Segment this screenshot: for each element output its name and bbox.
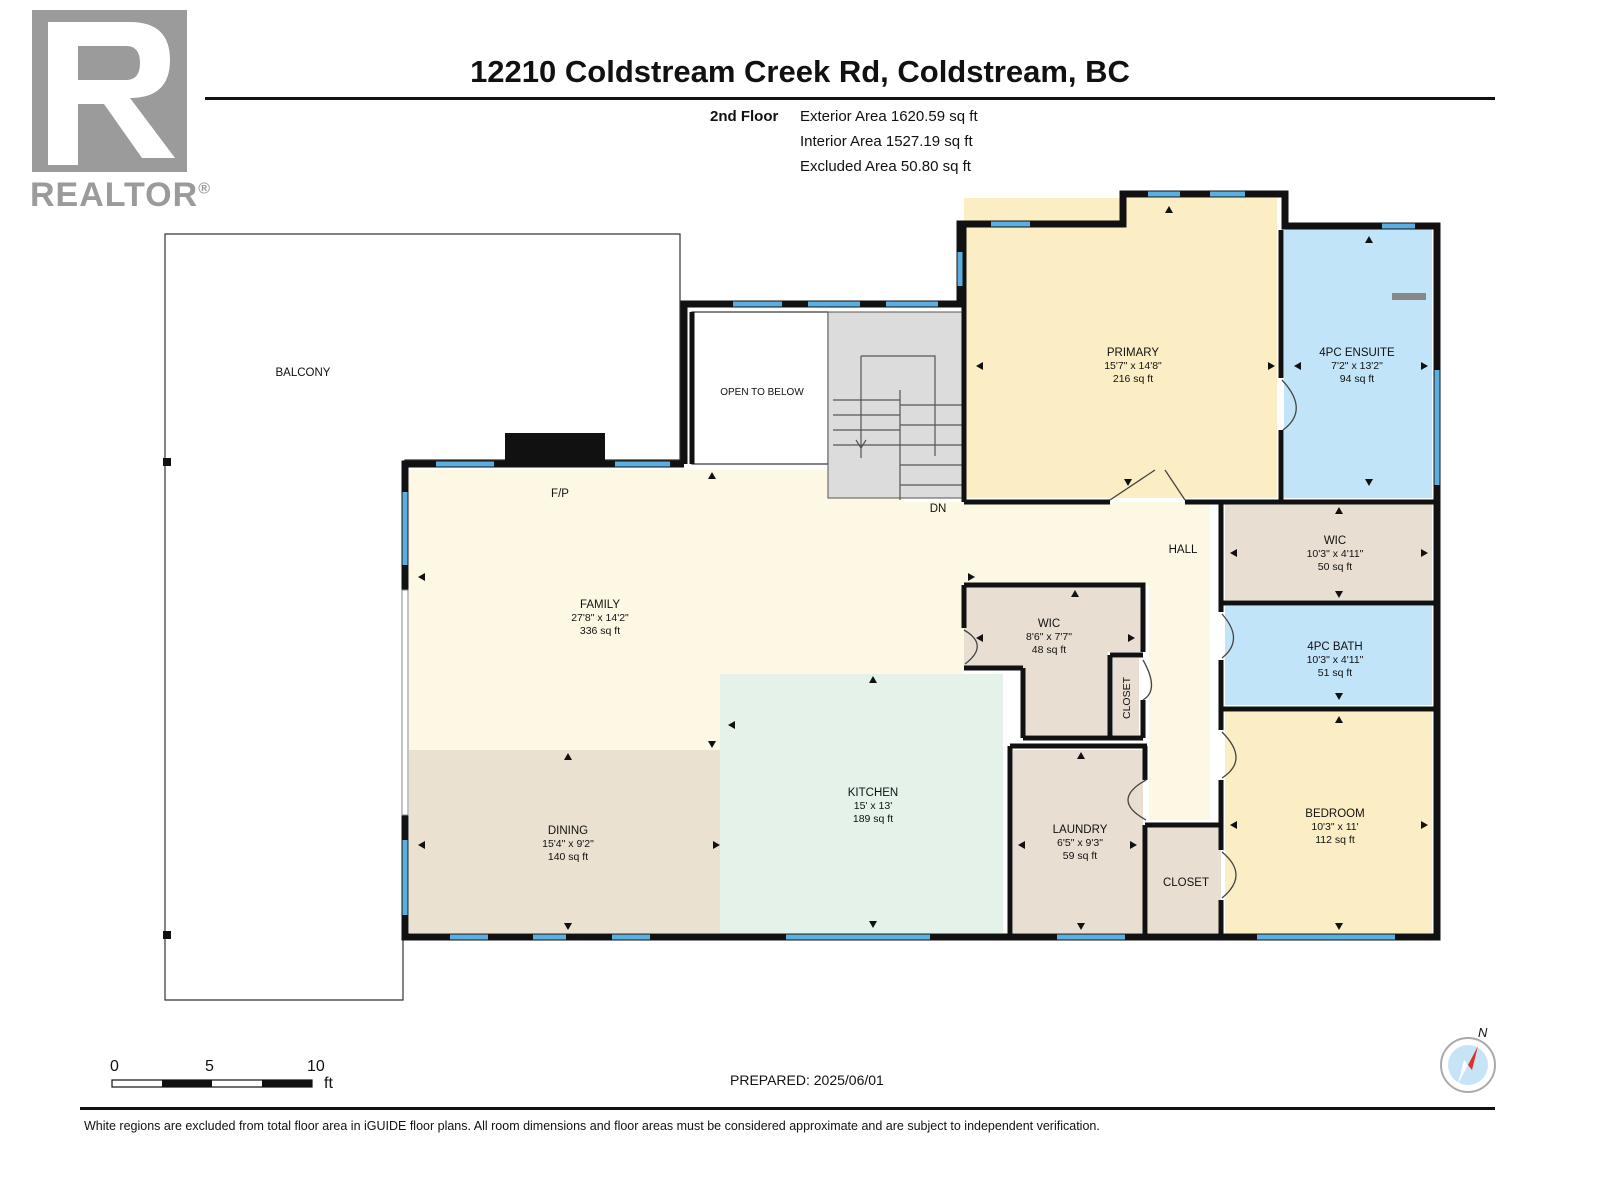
balcony-post [163,458,171,466]
floor-label: 2nd Floor [710,108,779,125]
wic-center-dims: 8'6" x 7'7" [1026,631,1072,643]
interior-walls [689,226,1437,937]
bath-label: 4PC BATH [1307,641,1362,653]
wic-upper-dims: 10'3" x 4'11" [1307,548,1364,560]
family-dims: 27'8" x 14'2" [571,612,629,624]
ensuite-dims: 7'2" x 13'2" [1331,360,1383,372]
wic-center-area: 48 sq ft [1032,644,1067,656]
fireplace-icon [505,433,605,467]
kitchen-dims: 15' x 13' [854,800,892,812]
door-swings [963,379,1297,899]
compass-north-label: N [1478,1025,1488,1040]
family-room [409,470,1210,820]
fireplace-label: F/P [551,488,569,500]
closet-lower-room [1148,827,1221,933]
stairs-icon [833,355,962,500]
stairs-label: DN [930,503,947,515]
ensuite-area: 94 sq ft [1340,373,1375,385]
footer-divider [80,1107,1495,1110]
bedroom-area: 112 sq ft [1315,834,1355,846]
page-title: 12210 Coldstream Creek Rd, Coldstream, B… [470,54,1130,89]
excluded-area: Excluded Area 50.80 sq ft [800,158,971,175]
scale-unit: ft [324,1075,333,1092]
ensuite-room [1284,226,1432,498]
exterior-area: Exterior Area 1620.59 sq ft [800,108,978,125]
prepared-date: PREPARED: 2025/06/01 [730,1072,884,1088]
bedroom-dims: 10'3" x 11' [1311,821,1358,833]
closet-small-room [1113,658,1139,735]
realtor-logo-text: REALTOR [30,176,199,214]
compass-icon: N [1440,1025,1496,1093]
closet-lower-label: CLOSET [1163,877,1209,889]
wic-center-room [964,585,1141,735]
windows [402,191,1440,940]
family-area: 336 sq ft [580,625,620,637]
kitchen-label: KITCHEN [848,787,898,799]
laundry-dims: 6'5" x 9'3" [1057,837,1103,849]
primary-room [964,198,1277,498]
bath-room [1225,606,1432,705]
disclaimer-text: White regions are excluded from total fl… [84,1119,1100,1133]
wic-upper-label: WIC [1324,535,1346,547]
scale-tick-5: 5 [205,1058,214,1075]
registered-mark: ® [198,180,211,198]
scale-tick-0: 0 [110,1058,119,1075]
laundry-label: LAUNDRY [1053,824,1108,836]
dining-area: 140 sq ft [548,851,588,863]
hall-label: HALL [1169,544,1198,556]
header-divider [205,97,1495,100]
interior-area: Interior Area 1527.19 sq ft [800,133,973,150]
primary-area: 216 sq ft [1113,373,1153,385]
sliding-door [401,589,409,816]
balcony-post [163,931,171,939]
dining-dims: 15'4" x 9'2" [542,838,594,850]
dining-room [409,750,720,933]
realtor-r-mark-icon [32,10,187,172]
family-label: FAMILY [580,599,620,611]
open-to-below [691,311,829,465]
scale-bar [111,1079,313,1088]
open-to-below-label: OPEN TO BELOW [720,387,804,398]
bedroom-room [1225,712,1432,933]
kitchen-area: 189 sq ft [853,813,893,825]
wic-center-label: WIC [1038,618,1060,630]
ensuite-label: 4PC ENSUITE [1319,347,1395,359]
realtor-logo: REALTOR® [30,8,211,214]
kitchen-room [720,674,1003,933]
exterior-walls [401,190,1441,941]
dining-label: DINING [548,825,588,837]
bedroom-label: BEDROOM [1305,808,1364,820]
bath-dims: 10'3" x 4'11" [1307,654,1364,666]
wic-upper-room [1225,504,1432,600]
laundry-area: 59 sq ft [1063,850,1098,862]
primary-label: PRIMARY [1107,347,1160,359]
balcony-label: BALCONY [276,367,331,379]
bath-area: 51 sq ft [1318,667,1353,679]
scale-tick-10: 10 [307,1058,325,1075]
primary-dims: 15'7" x 14'8" [1104,360,1162,372]
laundry-room [1013,750,1143,933]
closet-small-label: CLOSET [1121,676,1133,719]
ensuite-fixture [1392,293,1426,300]
wic-upper-area: 50 sq ft [1318,561,1353,573]
dimension-arrows [418,206,1428,930]
